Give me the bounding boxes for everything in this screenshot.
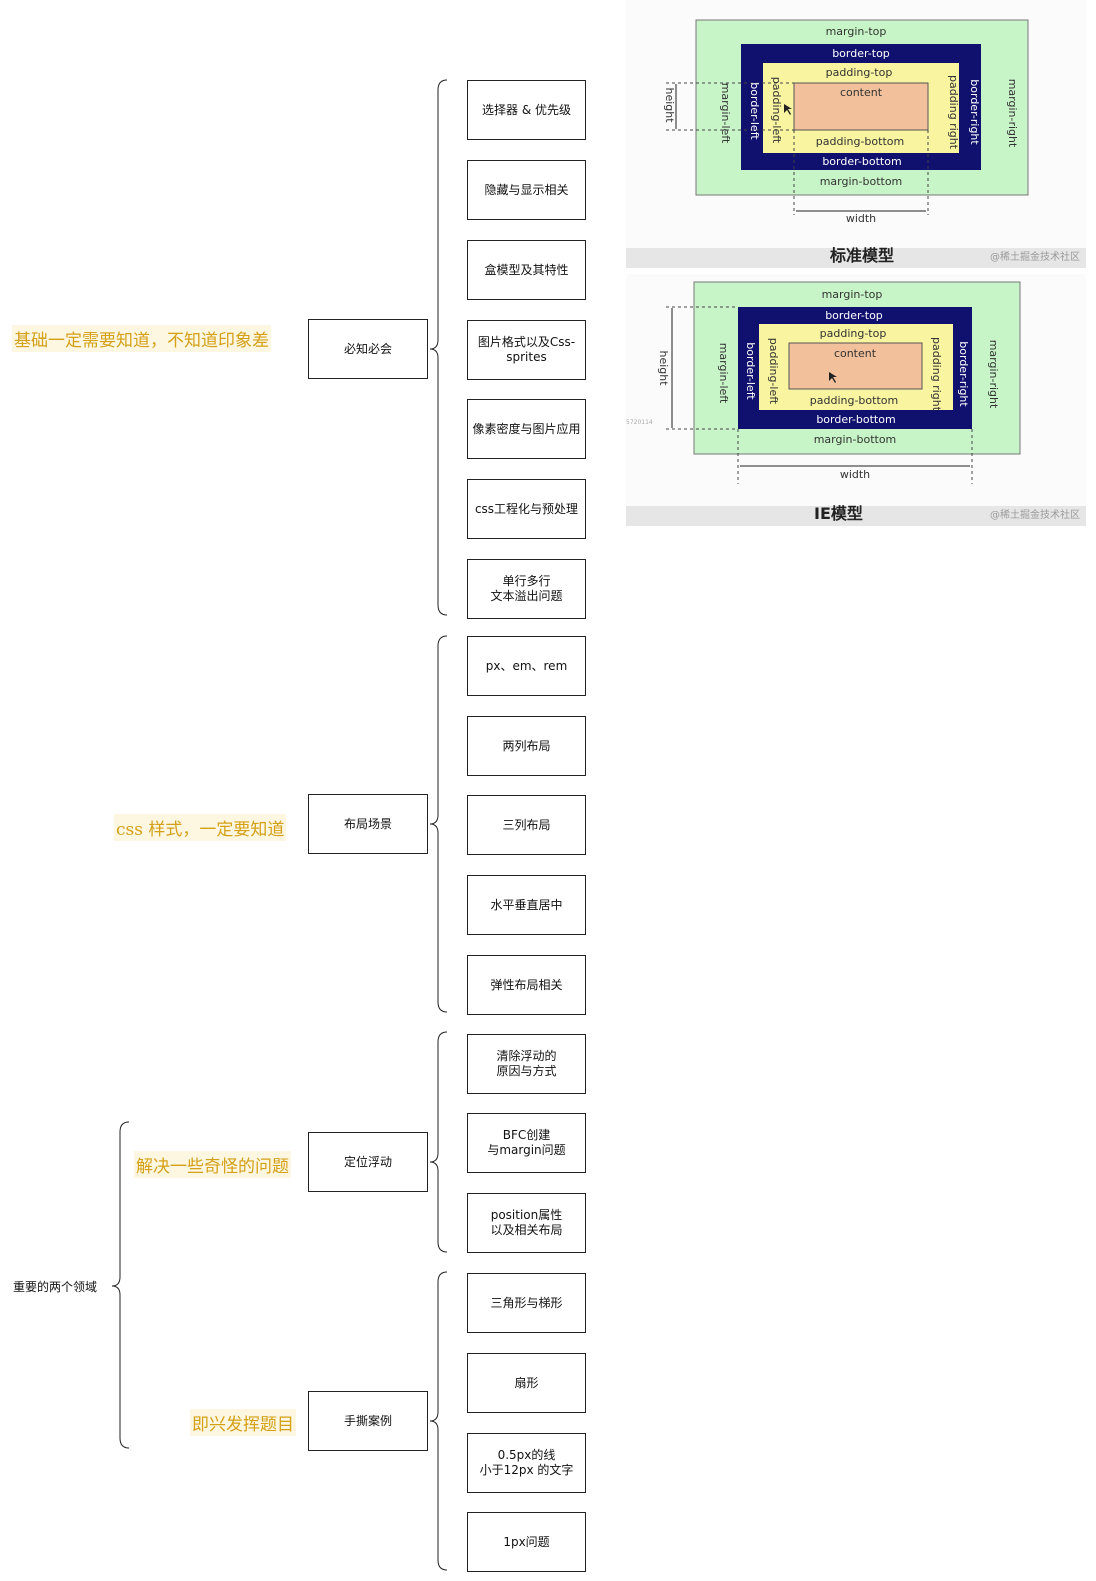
margin-left-label: margin-left bbox=[719, 83, 732, 144]
ie-box-model-diagram: margin-top border-top padding-top conten… bbox=[626, 281, 1086, 526]
leaf-node: 隐藏与显示相关 bbox=[467, 160, 586, 220]
padding-right-label: padding right bbox=[930, 337, 943, 412]
leaf-node: 图片格式以及Css- sprites bbox=[467, 320, 586, 380]
ie-model-caption: IE模型 bbox=[814, 504, 863, 523]
leaf-node: 水平垂直居中 bbox=[467, 875, 586, 935]
margin-right-label: margin-right bbox=[1006, 79, 1019, 148]
content-label: content bbox=[834, 347, 877, 360]
leaf-node: 扇形 bbox=[467, 1353, 586, 1413]
leaf-node: 像素密度与图片应用 bbox=[467, 399, 586, 459]
leaf-node: 弹性布局相关 bbox=[467, 955, 586, 1015]
width-label: width bbox=[840, 468, 870, 481]
content-label: content bbox=[840, 86, 883, 99]
leaf-node: BFC创建 与margin问题 bbox=[467, 1113, 586, 1173]
root-node: 重要的两个领域 bbox=[13, 1280, 98, 1294]
height-label: height bbox=[663, 87, 676, 123]
leaf-node: 两列布局 bbox=[467, 716, 586, 776]
border-left-label: border-left bbox=[748, 82, 761, 140]
annotation-improvise: 即兴发挥题目 bbox=[190, 1409, 296, 1436]
watermark: @稀土掘金技术社区 bbox=[990, 252, 1080, 263]
padding-bottom-label: padding-bottom bbox=[816, 135, 904, 148]
border-top-label: border-top bbox=[832, 47, 890, 60]
group-node-position-float: 定位浮动 bbox=[308, 1132, 428, 1192]
leaf-node: 选择器 & 优先级 bbox=[467, 80, 586, 140]
leaf-node: 1px问题 bbox=[467, 1512, 586, 1572]
margin-bottom-label: margin-bottom bbox=[820, 175, 903, 188]
height-label: height bbox=[657, 350, 670, 386]
group-node-layout: 布局场景 bbox=[308, 794, 428, 854]
padding-left-label: padding-left bbox=[767, 338, 780, 405]
margin-right-label: margin-right bbox=[987, 340, 1000, 409]
annotation-strange-problems: 解决一些奇怪的问题 bbox=[134, 1151, 291, 1178]
padding-right-label: padding right bbox=[947, 75, 960, 150]
padding-left-label: padding-left bbox=[770, 77, 783, 144]
side-note: 5720114 bbox=[626, 419, 653, 426]
width-label: width bbox=[846, 212, 876, 225]
margin-top-label: margin-top bbox=[826, 25, 887, 38]
leaf-node: 三角形与梯形 bbox=[467, 1273, 586, 1333]
leaf-node: px、em、rem bbox=[467, 636, 586, 696]
leaf-node: 盒模型及其特性 bbox=[467, 240, 586, 300]
cursor-icon bbox=[784, 104, 792, 115]
standard-box-model-diagram: margin-top border-top padding-top conten… bbox=[626, 19, 1086, 268]
margin-top-label: margin-top bbox=[822, 288, 883, 301]
group-node-hand-cases: 手撕案例 bbox=[308, 1391, 428, 1451]
cursor-icon bbox=[829, 372, 837, 383]
border-left-label: border-left bbox=[744, 342, 757, 400]
standard-model-caption: 标准模型 bbox=[830, 246, 895, 265]
leaf-node: 清除浮动的 原因与方式 bbox=[467, 1034, 586, 1094]
group-node-must-know: 必知必会 bbox=[308, 319, 428, 379]
border-bottom-label: border-bottom bbox=[822, 155, 901, 168]
border-top-label: border-top bbox=[825, 309, 883, 322]
leaf-node: css工程化与预处理 bbox=[467, 479, 586, 539]
padding-top-label: padding-top bbox=[826, 66, 893, 79]
annotation-css-style: css 样式，一定要知道 bbox=[114, 814, 287, 841]
border-right-label: border-right bbox=[968, 79, 981, 145]
ie-box-model-image: margin-top border-top padding-top conten… bbox=[626, 274, 1086, 526]
watermark: @稀土掘金技术社区 bbox=[990, 510, 1080, 521]
leaf-node: position属性 以及相关布局 bbox=[467, 1193, 586, 1253]
margin-bottom-label: margin-bottom bbox=[814, 433, 897, 446]
leaf-node: 0.5px的线 小于12px 的文字 bbox=[467, 1433, 586, 1493]
margin-left-label: margin-left bbox=[717, 343, 730, 404]
leaf-node: 单行多行 文本溢出问题 bbox=[467, 559, 586, 619]
border-right-label: border-right bbox=[957, 341, 970, 407]
standard-box-model-image: margin-top border-top padding-top conten… bbox=[626, 0, 1086, 268]
border-bottom-label: border-bottom bbox=[816, 413, 895, 426]
padding-top-label: padding-top bbox=[820, 327, 887, 340]
padding-bottom-label: padding-bottom bbox=[810, 394, 898, 407]
leaf-node: 三列布局 bbox=[467, 795, 586, 855]
annotation-basics: 基础一定需要知道，不知道印象差 bbox=[12, 325, 271, 352]
